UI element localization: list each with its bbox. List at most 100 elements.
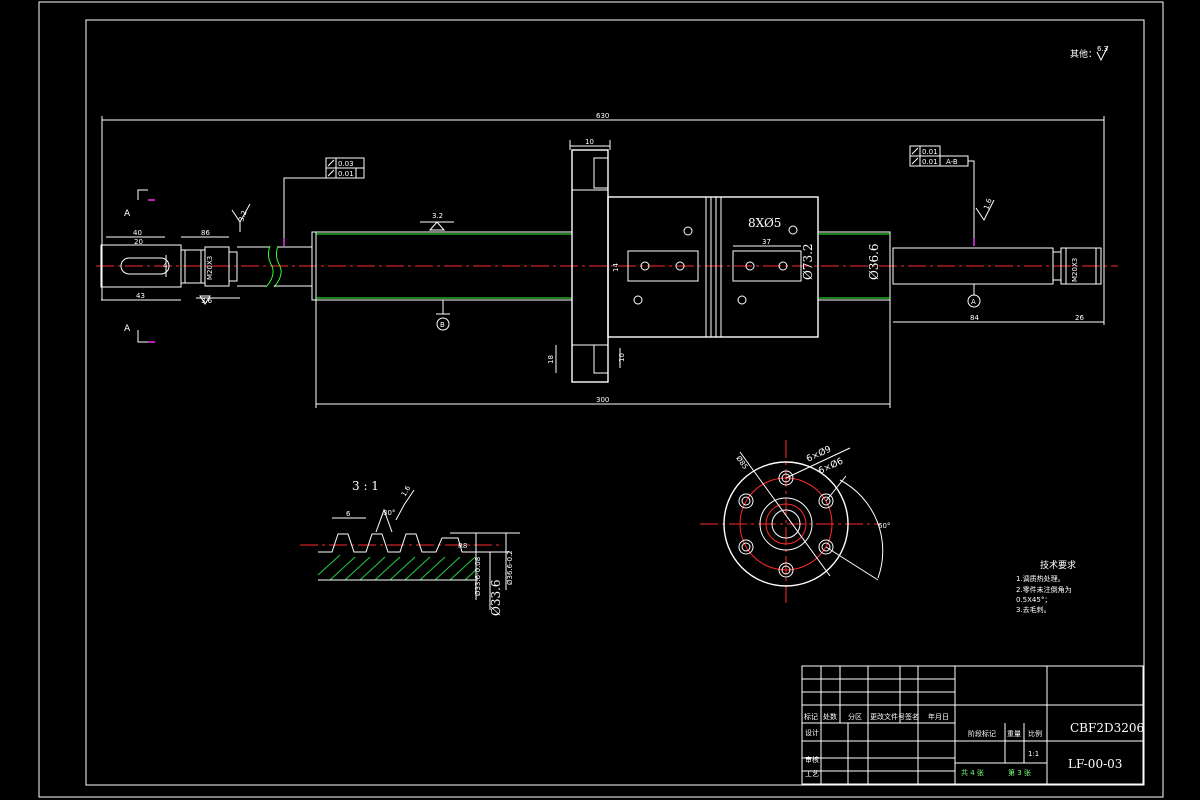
detail-chamfer: R8 xyxy=(458,542,467,550)
tol-left-1: 0.03 xyxy=(338,160,354,168)
flange-hole xyxy=(818,539,834,555)
datum-b-marker xyxy=(436,317,450,331)
tb-header: 分区 xyxy=(848,712,862,721)
keyway xyxy=(120,257,170,275)
tb-header: 年月日 xyxy=(928,712,949,721)
tb-header: 签名 xyxy=(905,712,919,721)
tb-role: 审核 xyxy=(805,755,819,764)
corner-note-label: 其他： xyxy=(1070,48,1097,60)
tb-weight-label: 重量 xyxy=(1007,730,1021,738)
dim-right-end: 26 xyxy=(1075,314,1084,322)
bolt-hole xyxy=(737,295,747,305)
section-a-bottom: A xyxy=(124,324,131,334)
screw-body-right xyxy=(817,231,891,301)
dim-left-20: 20 xyxy=(134,238,143,246)
bolt-hole xyxy=(745,261,755,271)
tb-sheet-no: 第 3 张 xyxy=(1008,768,1031,777)
roughness-symbol-icon xyxy=(428,221,446,231)
runout-icon xyxy=(911,147,919,165)
nut-slot-right xyxy=(732,250,802,282)
datum-b: B xyxy=(440,321,445,329)
nut-slot-left xyxy=(627,250,699,282)
roughness-symbol-icon xyxy=(199,295,211,305)
detail-scale: 3 : 1 xyxy=(352,479,379,493)
tb-header: 处数 xyxy=(823,712,837,721)
tb-stage-label: 阶段标记 xyxy=(968,729,996,738)
dim-left-36: 3.6 xyxy=(201,297,213,305)
dim-slot-14: 14 xyxy=(612,263,620,272)
section-a-top: A xyxy=(124,209,131,219)
roughness-symbol-icon xyxy=(975,199,995,221)
dim-flange-h2: 10 xyxy=(618,353,626,362)
thread-right-label: M20X3 xyxy=(1071,258,1079,282)
dim-left-40: 40 xyxy=(133,229,142,237)
flange-pcd: Ø85 xyxy=(734,455,749,471)
dim-right-journal: 84 xyxy=(970,314,979,322)
tol-left-2: 0.01 xyxy=(338,170,354,178)
tech-req-title: 技术要求 xyxy=(1040,559,1076,571)
datum-a: A xyxy=(971,298,976,306)
detail-tol-a: Ø36.6-0.2 xyxy=(506,550,514,585)
tol-right-1: 0.01 xyxy=(922,148,938,156)
tech-req-item: 3.去毛刺。 xyxy=(1016,605,1051,614)
tb-header: 标记 xyxy=(804,712,818,721)
detail-dia-minor: Ø33.6 xyxy=(489,579,503,616)
thread-profile xyxy=(318,533,478,553)
dim-nut-bolts: 8XØ5 xyxy=(748,216,781,230)
corner-roughness-note: 其他： 6.3 xyxy=(1070,45,1109,62)
tb-part-name: CBF2D3206 xyxy=(1070,721,1144,735)
tb-total-sheets: 共 4 张 xyxy=(961,768,984,777)
bolt-hole xyxy=(683,226,693,236)
tol-right-2: 0.01 xyxy=(922,158,938,166)
tech-req-item: 1.调质热处理。 xyxy=(1016,574,1065,583)
bolt-hole xyxy=(640,261,650,271)
runout-icon xyxy=(327,159,335,177)
dim-left-43: 43 xyxy=(136,292,145,300)
thread-detail-view: 3 : 1 6 30° 1.6 R8 Ø33.6-0.08 Ø33.6 Ø36.… xyxy=(300,479,520,616)
rough-1: 3.2 xyxy=(237,209,248,222)
roughness-symbol-icon xyxy=(1096,45,1109,62)
outer-frame xyxy=(38,1,1164,798)
tb-role: 工艺 xyxy=(805,770,819,778)
tol-right-datum: A-B xyxy=(946,158,958,166)
flange-hole xyxy=(818,493,834,509)
technical-requirements: 技术要求 1.调质热处理。 2.零件未注倒角为 0.5X45°； 3.去毛刺。 xyxy=(1016,559,1076,614)
dim-nut-dia: Ø73.2 xyxy=(801,243,815,280)
bolt-hole xyxy=(675,261,685,271)
corner-note-value: 6.3 xyxy=(1097,45,1108,53)
tech-req-item: 2.零件未注倒角为 xyxy=(1016,585,1072,594)
tb-scale-value: 1:1 xyxy=(1028,750,1039,758)
inner-frame xyxy=(85,19,1145,786)
flange-angle: 60° xyxy=(878,522,890,530)
thread-left-label: M20X3 xyxy=(206,256,214,280)
dim-nut-slot: 37 xyxy=(762,238,771,246)
dim-thread-length: 300 xyxy=(596,396,609,404)
detail-tol-b: Ø33.6-0.08 xyxy=(474,557,482,596)
tb-role: 设计 xyxy=(805,728,819,737)
dim-overall: 630 xyxy=(596,112,609,120)
right-thread-end xyxy=(1060,247,1102,285)
dim-key-4: 4 xyxy=(163,262,168,270)
rough-2: 3.2 xyxy=(432,212,443,220)
flange-outer xyxy=(723,461,849,587)
left-neck xyxy=(237,246,270,287)
flange-end-view: 6×Ø9 6×Ø6 Ø85 60° xyxy=(700,440,890,606)
flange-hole xyxy=(778,562,794,578)
dim-flange-width: 10 xyxy=(585,138,594,146)
shaft-main-view: 630 4 M20X3 40 20 43 86 3.6 A A xyxy=(96,112,1118,408)
bolt-hole xyxy=(788,225,798,235)
flange-hole xyxy=(738,539,754,555)
bolt-hole xyxy=(778,261,788,271)
dim-left-86: 86 xyxy=(201,229,210,237)
tb-header: 更改文件号 xyxy=(870,712,905,721)
rough-3: 1.6 xyxy=(982,197,994,211)
tolerance-frame-right: 0.01 0.01 A-B xyxy=(909,145,975,246)
tb-scale-label: 比例 xyxy=(1028,729,1042,738)
break-line-left xyxy=(265,245,274,288)
flange-hole xyxy=(738,493,754,509)
dim-shaft-dia: Ø36.6 xyxy=(867,243,881,280)
tolerance-frame-left: 0.03 0.01 xyxy=(283,157,365,246)
roughness-symbol-icon xyxy=(395,489,415,521)
flange-bore xyxy=(771,509,801,539)
flange-hole xyxy=(778,470,794,486)
